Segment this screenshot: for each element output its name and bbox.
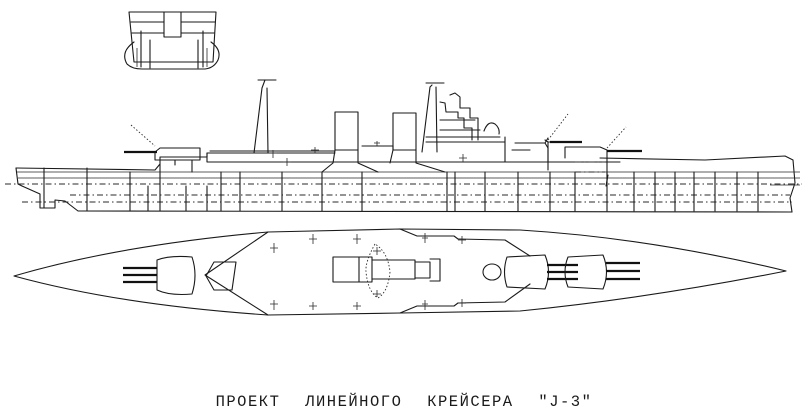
side-profile-view (5, 79, 802, 213)
deck-plan-view (13, 228, 787, 316)
drawing-caption: ПРОЕКТ ЛИНЕЙНОГО КРЕЙСЕРА "J-3" (215, 393, 593, 411)
cross-section-view (124, 11, 220, 70)
